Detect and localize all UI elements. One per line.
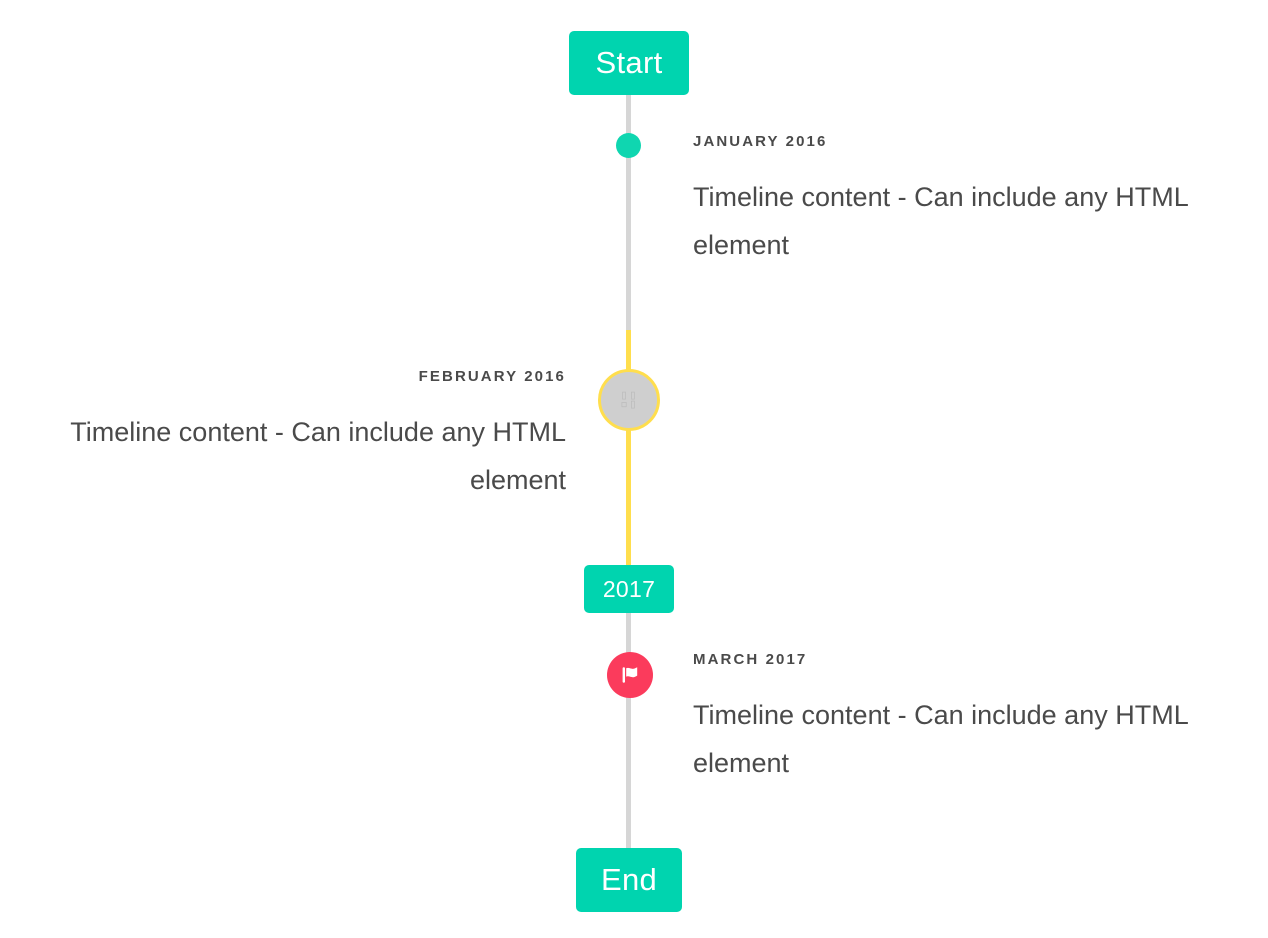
timeline-rail-top bbox=[626, 94, 631, 334]
entry-body-january-2016: Timeline content - Can include any HTML … bbox=[693, 181, 1188, 260]
flag-icon bbox=[618, 663, 642, 687]
marker-january-2016[interactable] bbox=[616, 133, 641, 158]
year-badge[interactable]: 2017 bbox=[584, 565, 674, 613]
start-badge[interactable]: Start bbox=[569, 31, 689, 95]
marker-march-2017[interactable] bbox=[607, 652, 653, 698]
entry-date-february-2016: FEBRUARY 2016 bbox=[418, 368, 566, 385]
entry-body-february-2016: Timeline content - Can include any HTML … bbox=[70, 416, 566, 495]
entry-body-march-2017: Timeline content - Can include any HTML … bbox=[693, 699, 1188, 778]
timeline-rail-highlight bbox=[626, 330, 631, 568]
timeline-entry-january-2016: JANUARY 2016 Timeline content - Can incl… bbox=[693, 133, 1223, 269]
end-badge[interactable]: End bbox=[576, 848, 682, 912]
timeline-rail-bottom bbox=[626, 612, 631, 852]
timeline-entry-march-2017: MARCH 2017 Timeline content - Can includ… bbox=[693, 651, 1223, 787]
entry-date-january-2016: JANUARY 2016 bbox=[693, 133, 828, 150]
marker-february-2016[interactable]: ▯▯ ▫▯ bbox=[598, 369, 660, 431]
missing-glyph-icon: ▯▯ ▫▯ bbox=[620, 388, 638, 412]
timeline-entry-february-2016: FEBRUARY 2016 Timeline content - Can inc… bbox=[40, 368, 566, 504]
entry-date-march-2017: MARCH 2017 bbox=[693, 651, 808, 668]
